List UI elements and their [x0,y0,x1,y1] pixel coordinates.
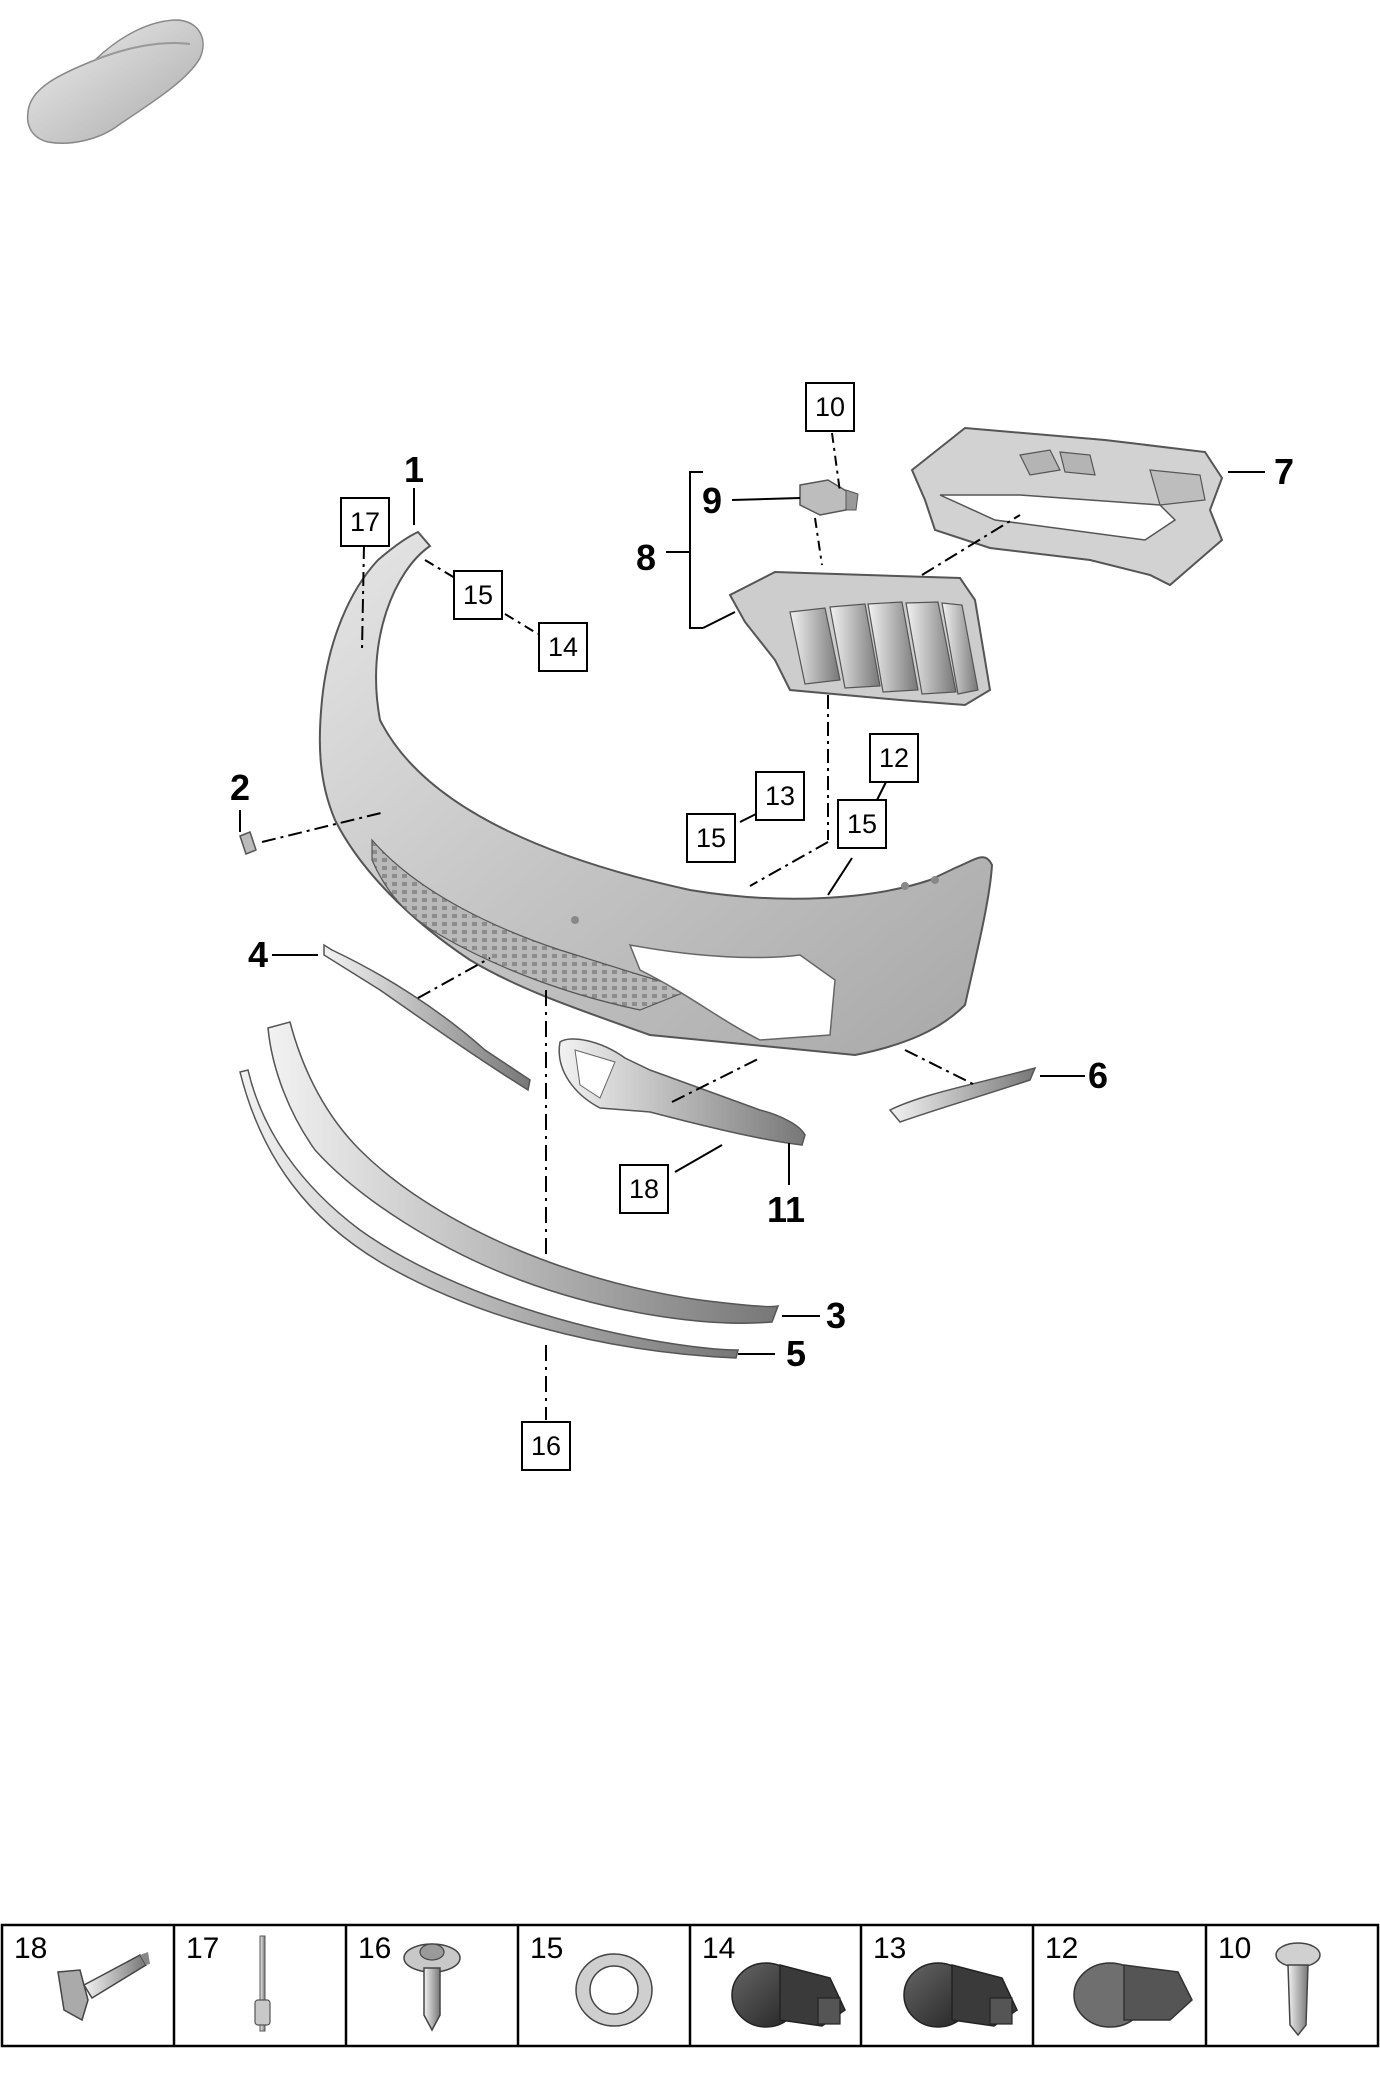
lower-trim-center [558,1038,806,1146]
fastener-cell-18: 18 [14,1932,150,2022]
trim-strip-right [888,1066,1037,1123]
svg-text:10: 10 [1218,1932,1251,1965]
svg-text:15: 15 [530,1932,563,1965]
label-part-9: 9 [702,480,722,521]
spoiler-strip-left [323,943,531,1092]
label-part-5: 5 [786,1333,806,1374]
parking-sensor-icon [903,1962,1018,2028]
parking-sensor-icon [731,1962,846,2028]
part-labels: 1 2 3 4 5 6 7 8 9 11 [230,449,1294,1374]
svg-text:16: 16 [358,1932,391,1965]
callout-14: 14 [538,622,588,672]
label-part-6: 6 [1088,1055,1108,1096]
support-frame [910,426,1224,587]
parking-sensor-icon [1073,1962,1193,2028]
callout-13: 13 [755,771,805,821]
svg-text:12: 12 [1045,1932,1078,1965]
callout-18: 18 [619,1164,669,1214]
label-part-8: 8 [636,537,656,578]
label-part-1: 1 [404,449,424,490]
fastener-cell-15: 15 [530,1932,653,2027]
label-part-11: 11 [767,1189,805,1230]
sensor-bracket [799,479,859,516]
ring-icon [575,1953,653,2027]
svg-text:13: 13 [765,781,795,811]
lip-spoiler-lower [239,1069,739,1359]
fastener-cell-12: 12 [1045,1932,1193,2028]
svg-text:15: 15 [463,580,493,610]
svg-text:18: 18 [14,1932,47,1965]
leader-lines [239,432,1265,1420]
svg-text:12: 12 [879,743,909,773]
callout-15-center: 15 [686,813,736,863]
torx-screw-icon [57,1952,150,2022]
svg-text:15: 15 [696,823,726,853]
callout-15-right: 15 [837,799,887,849]
grille-insert [728,570,992,707]
label-part-2: 2 [230,767,250,808]
label-part-7: 7 [1274,451,1294,492]
svg-text:15: 15 [847,809,877,839]
fastener-cell-13: 13 [873,1932,1018,2028]
callout-17: 17 [340,497,390,547]
bolt-icon [1275,1942,1321,2037]
callout-10: 10 [805,382,855,432]
flange-screw-icon [403,1943,461,2032]
callout-15-top: 15 [453,570,503,620]
svg-text:17: 17 [186,1932,219,1965]
fastener-cell-17: 17 [186,1932,271,2032]
pin-rivet-icon [254,1935,271,2032]
label-part-3: 3 [826,1295,846,1336]
callout-16: 16 [521,1421,571,1471]
callout-12: 12 [869,733,919,783]
fastener-cell-14: 14 [702,1932,846,2028]
fastener-cell-10: 10 [1218,1932,1321,2037]
clip-part [239,831,257,855]
bumper-cover [318,530,994,1057]
label-part-4: 4 [248,934,268,975]
lip-spoiler-upper [267,1021,780,1324]
fastener-strip: 18 17 16 15 [0,1923,1380,2048]
svg-text:18: 18 [629,1174,659,1204]
svg-text:14: 14 [702,1932,735,1965]
svg-text:14: 14 [548,632,578,662]
svg-text:10: 10 [815,392,845,422]
callout-boxes: 10 12 13 14 15 15 15 16 [340,382,919,1471]
svg-text:13: 13 [873,1932,906,1965]
fastener-cell-16: 16 [358,1932,461,2032]
svg-text:17: 17 [350,507,380,537]
svg-text:16: 16 [531,1431,561,1461]
vehicle-silhouette-icon [26,19,204,144]
